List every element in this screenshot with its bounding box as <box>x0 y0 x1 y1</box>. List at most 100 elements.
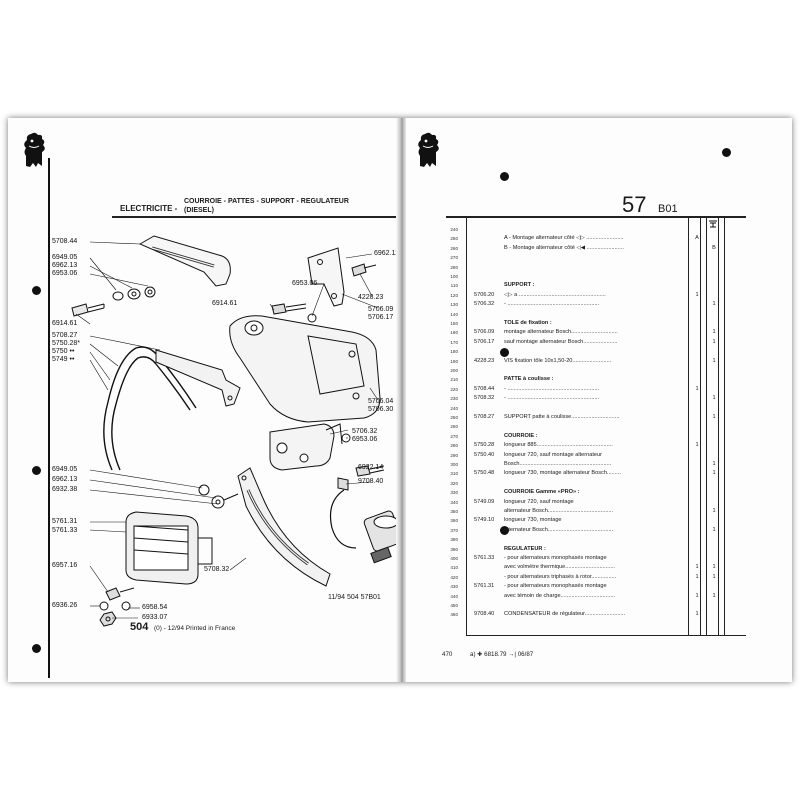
callout-6932-38: 6932.38 <box>52 486 78 493</box>
row-qty-a: 1 <box>695 442 699 449</box>
row-qty-a: 1 <box>695 291 699 298</box>
table-row: 320 <box>446 480 746 488</box>
row-description: - pour alternateurs monophasés montage <box>504 583 607 590</box>
col-rule <box>706 218 707 636</box>
table-row: 180 <box>446 348 746 356</box>
row-part-ref: 5706.09 <box>474 329 495 336</box>
row-line-number: 210 <box>450 377 458 383</box>
callout-6953-06-c: 6953.06 <box>352 436 378 443</box>
header-rule <box>446 216 746 218</box>
row-qty-b: 1 <box>712 592 716 599</box>
row-line-number: 430 <box>450 584 458 590</box>
washer <box>198 484 210 496</box>
row-line-number: 350 <box>450 509 458 514</box>
left-page: ELECTRICITE - COURROIE - PATTES - SUPPOR… <box>8 118 398 682</box>
row-part-ref: 5708.32 <box>474 395 495 402</box>
support-bracket-plate <box>307 247 345 307</box>
callout-6962-13: 6962.13 <box>52 262 78 269</box>
callout-5708-44: 5708.44 <box>52 238 78 245</box>
row-line-number: 250 <box>450 236 458 242</box>
row-description: longueur 885............................… <box>504 442 613 449</box>
row-part-ref: 9708.40 <box>474 611 495 618</box>
bolt <box>271 303 287 315</box>
row-line-number: 450 <box>450 603 458 608</box>
row-description: A - Montage alternateur côté ◁▷ ........… <box>504 235 624 242</box>
callout-5706-32: 5706.32 <box>352 428 378 435</box>
row-qty-b: 1 <box>712 564 716 571</box>
binder-hole <box>500 172 509 181</box>
section-subtitle-diesel: (DIESEL) <box>184 207 214 214</box>
row-qty-a: 1 <box>695 592 699 599</box>
row-line-number: 270 <box>450 255 458 261</box>
row-part-ref: 5706.20 <box>474 291 495 298</box>
table-row: 260 <box>446 423 746 431</box>
footer-print-info: (0) - 12/94 Printed in France <box>154 625 236 632</box>
row-line-number: 100 <box>450 274 458 279</box>
row-description: longueur 730, montage alternateur Bosch.… <box>504 470 621 477</box>
binder-hole <box>32 466 41 475</box>
row-line-number: 260 <box>450 424 458 430</box>
row-description: - ......................................… <box>504 385 600 392</box>
binder-hole <box>722 148 731 157</box>
row-description: B - Montage alternateur côté ◁◀ ........… <box>504 244 624 251</box>
row-qty-a: A <box>695 235 699 242</box>
row-qty-a: 1 <box>695 564 699 571</box>
row-line-number: 460 <box>450 612 458 618</box>
row-line-number: 340 <box>450 499 458 505</box>
row-qty-b: 1 <box>712 508 716 514</box>
callout-9708-40: 9708.40 <box>358 478 384 485</box>
table-row: 100 <box>446 273 746 281</box>
row-description: ◁▷ a ...................................… <box>504 291 606 298</box>
row-line-number: 190 <box>450 358 458 364</box>
callout-4228-23: 4228.23 <box>358 294 384 301</box>
callout-5706-17: 5706.17 <box>368 314 394 321</box>
washer <box>144 286 156 298</box>
washer <box>127 288 141 300</box>
exploded-parts-diagram <box>71 235 398 627</box>
row-qty-b: 1 <box>712 414 716 420</box>
footer-model: 504 <box>130 621 149 633</box>
row-description: SUPPORT : <box>504 282 535 289</box>
row-part-ref: 5750.48 <box>474 470 495 477</box>
row-line-number: 410 <box>450 565 458 571</box>
row-qty-b: 1 <box>712 329 716 336</box>
row-line-number: 380 <box>450 537 458 543</box>
table-bottom-rule <box>466 635 746 636</box>
row-description: longueur 720, sauf montage alternateur <box>504 451 602 458</box>
screw <box>105 587 121 601</box>
row-description: TOLE de fixation : <box>504 320 552 326</box>
page-number: 57 <box>622 192 647 217</box>
section-title: ELECTRICITE - <box>120 204 178 213</box>
callout-6958-54: 6958.54 <box>142 604 168 611</box>
row-line-number: 150 <box>450 321 458 326</box>
callout-5706-09: 5706.09 <box>368 306 394 313</box>
row-line-number: 240 <box>450 227 458 232</box>
row-description: sauf montage alternateur Bosch..........… <box>504 338 618 345</box>
row-line-number: 220 <box>450 386 458 392</box>
row-part-ref: 5750.40 <box>474 451 495 458</box>
row-qty-a: 1 <box>695 385 699 392</box>
row-description: - ......................................… <box>504 301 600 308</box>
callout-6957-16: 6957.16 <box>52 562 78 569</box>
callout-6962-13-b: 6962.13 <box>52 476 78 483</box>
callout-6914-61: 6914.61 <box>52 320 78 327</box>
row-line-number: 440 <box>450 593 458 599</box>
binder-hole <box>32 286 41 295</box>
row-line-number: 130 <box>450 302 458 308</box>
row-description: longueur 720, sauf montage <box>504 498 574 505</box>
title-rule <box>112 216 398 218</box>
row-line-number: 230 <box>450 396 458 402</box>
table-row: 420- pour alternateurs triphasés à rotor… <box>446 574 746 582</box>
col-rule <box>700 218 701 636</box>
callout-6922-14: 6922.14 <box>358 464 384 471</box>
